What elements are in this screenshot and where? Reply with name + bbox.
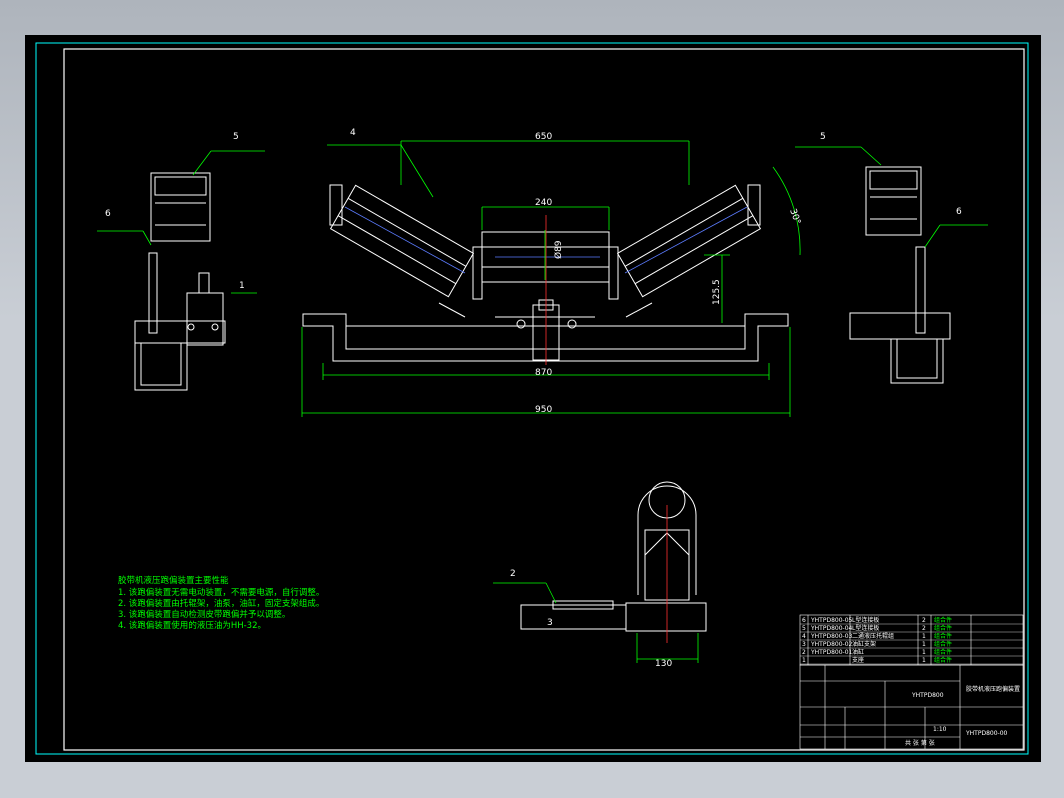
leader-label-6-left: 6 <box>105 209 111 219</box>
parts-cell-no: 6 <box>802 617 806 624</box>
note-line-2: 2. 该跑偏装置由托辊架，油泵，油缸，固定支架组成。 <box>118 598 324 609</box>
right-leaders <box>795 146 988 248</box>
cylinder-view <box>520 481 707 632</box>
drawing-svg: 650 240 Ø89 30° 125.5 870 950 4 <box>35 42 1029 755</box>
leader-label-3: 3 <box>547 618 553 628</box>
parts-cell-code: YHTPD800-01 <box>810 649 853 656</box>
leader-label-4: 4 <box>350 128 356 138</box>
parts-cell-name: L型连接板 <box>852 624 879 632</box>
title-sheet: 共 张 第 张 <box>905 739 935 747</box>
parts-cell-qty: 1 <box>922 657 926 664</box>
parts-cell-code: YHTPD800-04 <box>810 625 853 632</box>
parts-cell-qty: 2 <box>922 625 926 632</box>
title-model: YHTPD800 <box>911 692 944 699</box>
dim-frame-inner: 870 <box>535 368 552 378</box>
title-name: 胶带机液压跑偏装置 <box>966 685 1020 693</box>
title-block: YHTPD800 胶带机液压跑偏装置 YHTPD800-00 1:10 共 张 … <box>799 664 1024 750</box>
parts-cell-no: 5 <box>802 625 806 632</box>
parts-cell-no: 3 <box>802 641 806 648</box>
parts-cell-remark: 组合件 <box>934 616 952 624</box>
leader-label-6-right: 6 <box>956 207 962 217</box>
parts-cell-no: 4 <box>802 633 806 640</box>
dim-roll-dia: Ø89 <box>553 240 564 259</box>
cylinder-dims <box>493 582 699 663</box>
left-side-view <box>134 172 226 391</box>
dim-center-roll: 240 <box>535 198 552 208</box>
front-view <box>302 184 789 362</box>
parts-cell-remark: 组合件 <box>934 656 952 664</box>
title-drawing-no: YHTPD800-00 <box>965 730 1008 737</box>
dim-trough-angle: 30° <box>787 208 802 226</box>
leader-label-2: 2 <box>510 569 516 579</box>
center-lines <box>344 206 748 274</box>
right-side-view <box>849 166 951 384</box>
parts-cell-code: YHTPD800-05 <box>810 617 853 624</box>
dim-frame-outer: 950 <box>535 405 552 415</box>
parts-cell-name: 二通液压托辊组 <box>852 632 894 640</box>
parts-cell-remark: 组合件 <box>934 632 952 640</box>
parts-cell-name: 油缸支架 <box>852 640 876 648</box>
parts-cell-qty: 2 <box>922 617 926 624</box>
front-dimensions <box>301 140 801 417</box>
leader-label-5-left: 5 <box>233 132 239 142</box>
parts-cell-qty: 1 <box>922 641 926 648</box>
parts-cell-qty: 1 <box>922 649 926 656</box>
dim-bottom-width: 130 <box>655 659 672 669</box>
parts-cell-name: L型连接板 <box>852 616 879 624</box>
parts-cell-no: 2 <box>802 649 806 656</box>
drawing-canvas[interactable]: 650 240 Ø89 30° 125.5 870 950 4 <box>25 35 1041 762</box>
parts-cell-remark: 组合件 <box>934 624 952 632</box>
note-line-3: 3. 该跑偏装置自动检测皮带跑偏并予以调整。 <box>118 609 290 620</box>
technical-notes: 胶带机液压跑偏装置主要性能 1. 该跑偏装置无需电动装置，不需要电源，自行调整。… <box>118 575 324 631</box>
dim-top-width: 650 <box>535 132 552 142</box>
parts-cell-remark: 组合件 <box>934 640 952 648</box>
title-scale: 1:10 <box>933 726 947 733</box>
dim-height: 125.5 <box>712 279 722 305</box>
parts-cell-code: YHTPD800-03 <box>810 633 853 640</box>
parts-cell-code: YHTPD800-02 <box>810 641 853 648</box>
parts-cell-name: 支座 <box>852 656 864 664</box>
left-leaders <box>97 150 265 294</box>
parts-cell-no: 1 <box>802 657 806 664</box>
leader-label-1: 1 <box>239 281 245 291</box>
leader-label-5-right: 5 <box>820 132 826 142</box>
note-line-1: 1. 该跑偏装置无需电动装置，不需要电源，自行调整。 <box>118 587 324 598</box>
parts-cell-name: 油缸 <box>852 648 864 656</box>
notes-title: 胶带机液压跑偏装置主要性能 <box>118 575 229 586</box>
note-line-4: 4. 该跑偏装置使用的液压油为HH-32。 <box>118 620 266 631</box>
outer-border <box>35 42 1029 755</box>
parts-cell-qty: 1 <box>922 633 926 640</box>
inner-border <box>63 48 1025 751</box>
parts-cell-remark: 组合件 <box>934 648 952 656</box>
